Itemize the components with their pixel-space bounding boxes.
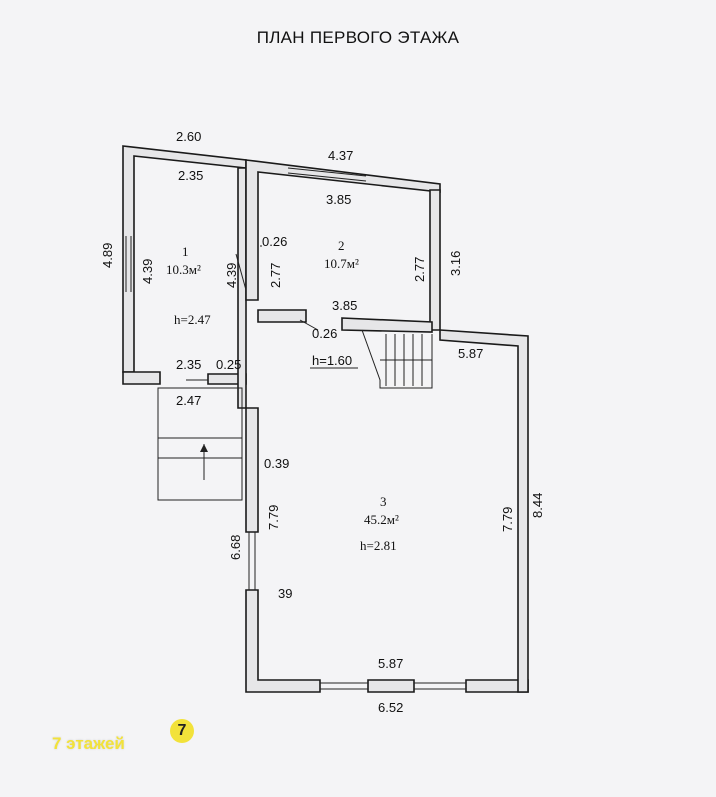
dim-top-left-inner: 2.35 — [178, 168, 203, 183]
dim-room1-left-inner: 4.39 — [140, 259, 155, 284]
dim-room3-right-inner: 7.79 — [500, 507, 515, 532]
room-3-height: h=2.81 — [360, 538, 397, 553]
dim-right-outer: 8.44 — [530, 493, 545, 518]
room-3-walls — [245, 329, 529, 693]
room-2-area: 10.7м² — [324, 256, 359, 271]
dim-room2-bottom-inner: 3.85 — [332, 298, 357, 313]
dim-top-left-outer: 2.60 — [176, 129, 201, 144]
room-3-number: 3 — [380, 494, 387, 509]
watermark-logo-icon: 7 — [170, 719, 194, 743]
dim-bottom-outer: 6.52 — [378, 700, 403, 715]
room-3-area: 45.2м² — [364, 512, 399, 527]
room-1-height: h=2.47 — [174, 312, 211, 327]
dimension-leaders — [186, 245, 319, 381]
room-1-number: 1 — [182, 244, 189, 259]
dim-right-upper-outer: 3.16 — [448, 251, 463, 276]
dim-top-right-outer: 4.37 — [328, 148, 353, 163]
dim-room2-left-inner: 2.77 — [268, 263, 283, 288]
dim-room2-right-inner: 2.77 — [412, 257, 427, 282]
room-2-walls — [245, 159, 441, 333]
dim-room1-right-inner: 4.39 — [224, 263, 239, 288]
dim-room1-bottom-outer: 2.47 — [176, 393, 201, 408]
stair-height: h=1.60 — [312, 353, 352, 368]
dim-partition-026-top: 0.26 — [262, 234, 287, 249]
dim-left-lower-outer: 6.68 — [228, 535, 243, 560]
room-1-area: 10.3м² — [166, 262, 201, 277]
dim-left-outer: 4.89 — [100, 243, 115, 268]
dim-bottom-inner: 5.87 — [378, 656, 403, 671]
dim-room3-left-inner: 7.79 — [266, 505, 281, 530]
plan-title: ПЛАН ПЕРВОГО ЭТАЖА — [256, 28, 460, 47]
entrance-steps — [157, 387, 243, 501]
staircase — [310, 329, 433, 389]
dim-room1-bottom-inner: 2.35 — [176, 357, 201, 372]
dim-wall-39: 39 — [278, 586, 292, 601]
watermark-text: 7 этажей — [52, 734, 125, 753]
dim-partition-026-bottom: 0.26 — [312, 326, 337, 341]
dim-hall-top-inner: 5.87 — [458, 346, 483, 361]
dim-partition-025: 0.25 — [216, 357, 241, 372]
dim-wall-039: 0.39 — [264, 456, 289, 471]
room-2-number: 2 — [338, 238, 345, 253]
dim-top-right-inner: 3.85 — [326, 192, 351, 207]
